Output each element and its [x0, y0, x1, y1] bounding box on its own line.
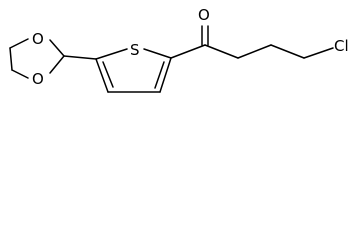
bond-thiophene-s-c2	[143, 48, 172, 59]
thiophene-ring	[95, 48, 172, 93]
bond-thiophene-c2-c3	[159, 57, 172, 93]
bond-dioxolane-otop-ch	[49, 39, 65, 57]
bond-thiophene-c2-c3-inner	[154, 61, 165, 89]
bond-thiophene-c5-s	[95, 48, 128, 60]
bond-dioxolane-obottom-ch2	[11, 69, 29, 79]
atom-label-oxygen-dioxolane-top: O	[32, 30, 44, 48]
bond-thiophene-c4-c5-inner	[102, 61, 114, 88]
bond-dioxolane-ch2-otop	[9, 38, 29, 49]
chlorobutanoyl-chain	[170, 25, 334, 59]
bond-carbonyl-ch2	[204, 44, 239, 59]
atom-label-oxygen-dioxolane-bottom: O	[32, 70, 44, 88]
bond-ch2-cl	[303, 47, 334, 59]
bond-ch2-ch2cl	[270, 44, 305, 59]
bond-thiophene-c4-c5	[95, 58, 109, 93]
bond-dioxolane-ch2-ch2	[9, 47, 13, 71]
chemical-structure: O Cl S O O	[9, 6, 349, 93]
bond-acetal-thiophene	[63, 55, 97, 60]
dioxolane-ring	[9, 38, 65, 79]
atom-label-sulfur: S	[130, 41, 140, 59]
atom-label-oxygen-carbonyl: O	[198, 6, 210, 24]
bond-thiophene-carbonyl	[170, 44, 206, 59]
bond-ch2-ch2	[237, 44, 272, 59]
bond-dioxolane-ch-obottom	[49, 55, 65, 74]
atom-label-chlorine: Cl	[334, 37, 349, 55]
